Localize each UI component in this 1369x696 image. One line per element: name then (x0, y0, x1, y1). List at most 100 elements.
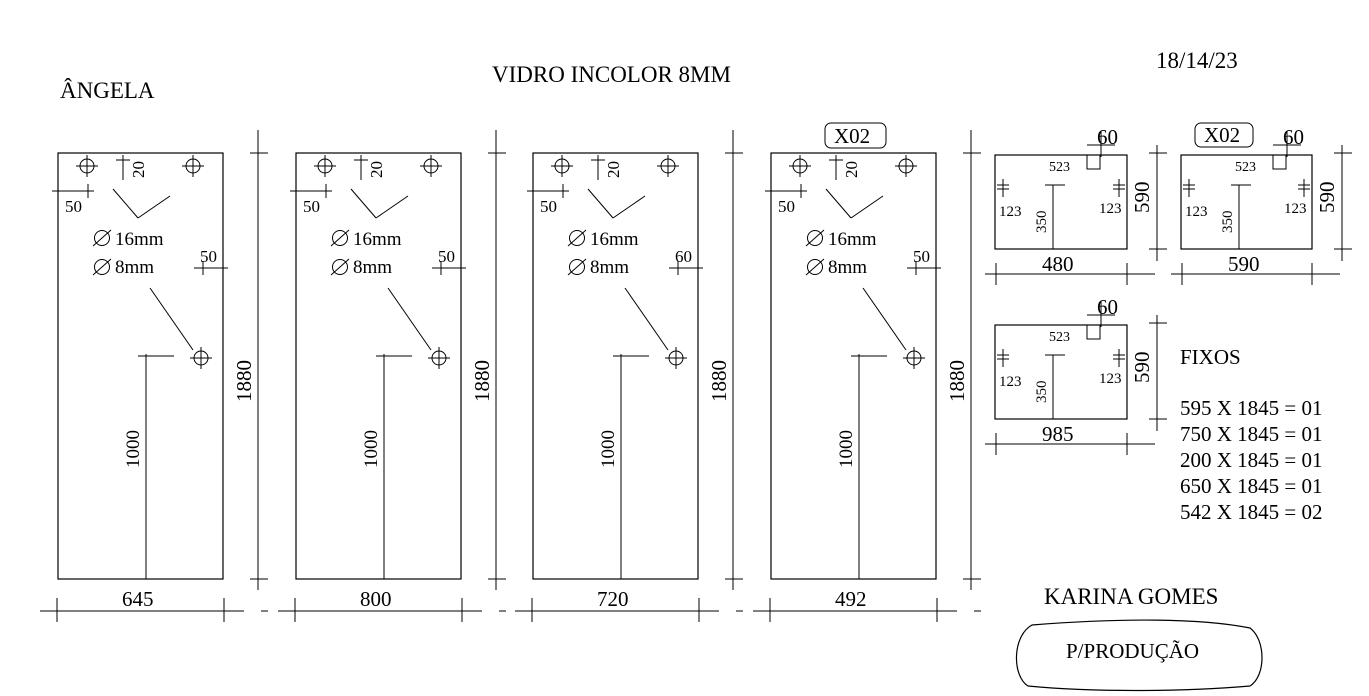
quantity-box (824, 122, 887, 149)
small-hole-label: 8mm (828, 257, 867, 278)
glass-panel: 20 50 16mm 8mm 50 1000 1880 492 X02 (753, 122, 981, 622)
left-offset-dimension: 123 (999, 374, 1022, 390)
handle-height-dimension: 1000 (598, 430, 619, 468)
edge-top-dimension: 20 (129, 161, 148, 178)
notch-outline (1086, 154, 1101, 170)
edge-left-dimension: 50 (540, 197, 557, 216)
panel-outline (1180, 154, 1313, 250)
glass-panel: 20 50 16mm 8mm 60 1000 1880 720 (515, 130, 743, 622)
panel-height-dimension: 1880 (232, 360, 256, 402)
center-dimension: 350 (1220, 211, 1236, 234)
left-offset-dimension: 123 (999, 204, 1022, 220)
panel-quantity: X02 (1204, 123, 1240, 147)
edge-left-dimension: 50 (303, 197, 320, 216)
small-hole-label: 8mm (590, 257, 629, 278)
diameter-symbol (92, 258, 112, 276)
notch-outline (1272, 154, 1287, 170)
fixos-item: 200 X 1845 = 01 (1180, 448, 1323, 472)
leader-line (112, 188, 139, 219)
fixos-item: 542 X 1845 = 02 (1180, 500, 1323, 524)
width-dimension: 985 (1042, 422, 1074, 446)
panel-outline (295, 152, 462, 580)
panel-width-dimension: 720 (597, 587, 629, 611)
small-panels: 60 523 123 123 350 590 480 60 523 123 123 350 590 590… (985, 122, 1352, 455)
right-offset-dimension: 123 (1099, 371, 1122, 387)
panel-outline (994, 154, 1128, 250)
panel-outline (532, 152, 699, 580)
material-title: VIDRO INCOLOR 8MM (492, 62, 731, 87)
diameter-symbol (567, 258, 587, 276)
diameter-symbol (332, 230, 348, 246)
large-hole-label: 16mm (590, 229, 639, 250)
diameter-symbol (567, 229, 587, 247)
notch-dimension: 60 (1097, 125, 1118, 149)
quantity-box (1194, 122, 1254, 148)
panel-height-dimension: 1880 (945, 360, 969, 402)
diameter-symbol (807, 230, 823, 246)
production-stamp: P/PRODUÇÃO (1066, 639, 1199, 663)
notch-position-dimension: 523 (1049, 330, 1070, 345)
panel-quantity: X02 (834, 124, 870, 148)
leader-line (350, 188, 377, 219)
diameter-symbol (569, 259, 585, 275)
leader-line (137, 195, 171, 219)
panel-outline (57, 152, 224, 580)
height-dimension: 590 (1130, 182, 1154, 214)
diameter-symbol (330, 258, 350, 276)
leader-line (624, 287, 669, 351)
edge-right-dimension: 50 (200, 247, 217, 266)
center-dimension: 350 (1034, 381, 1050, 404)
diameter-symbol (94, 259, 110, 275)
edge-top-dimension: 20 (367, 161, 386, 178)
edge-left-dimension: 50 (65, 197, 82, 216)
edge-top-dimension: 20 (842, 161, 861, 178)
diameter-symbol (92, 229, 112, 247)
notch-position-dimension: 523 (1235, 160, 1256, 175)
width-dimension: 480 (1042, 252, 1074, 276)
panel-width-dimension: 492 (835, 587, 867, 611)
leader-line (850, 195, 884, 219)
fixos-title: FIXOS (1180, 345, 1241, 369)
height-dimension: 590 (1130, 352, 1154, 384)
fixos-item: 650 X 1845 = 01 (1180, 474, 1323, 498)
large-hole-label: 16mm (115, 229, 164, 250)
notch-dimension: 60 (1283, 125, 1304, 149)
leader-line (149, 287, 194, 351)
height-dimension: 590 (1315, 182, 1339, 214)
production-stamp-outline (1015, 619, 1263, 692)
notch-position-dimension: 523 (1049, 160, 1070, 175)
panel-height-dimension: 1880 (707, 360, 731, 402)
panel-width-dimension: 645 (122, 587, 154, 611)
small-hole-label: 8mm (353, 257, 392, 278)
notch-dimension: 60 (1097, 295, 1118, 319)
fixos-item: 750 X 1845 = 01 (1180, 422, 1323, 446)
right-offset-dimension: 123 (1099, 201, 1122, 217)
panel-height-dimension: 1880 (470, 360, 494, 402)
edge-right-dimension: 50 (438, 247, 455, 266)
diameter-symbol (94, 230, 110, 246)
small-glass-panel: 60 523 123 123 350 590 985 (985, 295, 1167, 455)
leader-line (375, 195, 409, 219)
edge-top-dimension: 20 (604, 161, 623, 178)
handle-height-dimension: 1000 (836, 430, 857, 468)
panel-outline (994, 324, 1128, 420)
left-offset-dimension: 123 (1185, 204, 1208, 220)
diameter-symbol (807, 259, 823, 275)
leader-line (825, 188, 852, 219)
leader-line (387, 287, 432, 351)
panel-width-dimension: 800 (360, 587, 392, 611)
large-hole-label: 16mm (828, 229, 877, 250)
diameter-symbol (330, 229, 350, 247)
notch-outline (1086, 324, 1101, 340)
edge-left-dimension: 50 (778, 197, 795, 216)
panel-outline (770, 152, 937, 580)
right-offset-dimension: 123 (1284, 201, 1307, 217)
edge-right-dimension: 50 (913, 247, 930, 266)
author-name: KARINA GOMES (1044, 584, 1218, 609)
diameter-symbol (805, 258, 825, 276)
edge-right-dimension: 60 (675, 247, 692, 266)
